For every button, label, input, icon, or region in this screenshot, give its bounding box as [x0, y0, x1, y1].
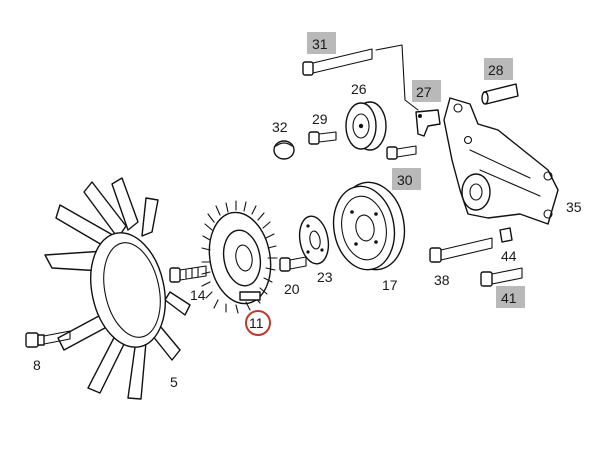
label-part-31[interactable]: 31	[312, 36, 328, 52]
clip-44-icon[interactable]	[499, 227, 513, 243]
label-part-35[interactable]: 35	[566, 199, 582, 215]
label-part-14[interactable]: 14	[190, 287, 206, 303]
label-part-28[interactable]: 28	[488, 62, 504, 78]
label-part-20[interactable]: 20	[284, 281, 300, 297]
label-part-44[interactable]: 44	[501, 248, 517, 264]
label-28-highlight	[484, 58, 513, 80]
label-part-5[interactable]: 5	[170, 374, 178, 390]
label-41-highlight	[496, 286, 525, 308]
selected-part-ring	[245, 310, 271, 336]
bolt-30-icon[interactable]	[386, 145, 417, 160]
label-30-highlight	[392, 168, 421, 190]
label-part-41[interactable]: 41	[501, 290, 517, 306]
idler-pulley-icon[interactable]	[345, 101, 387, 151]
label-part-26[interactable]: 26	[351, 81, 367, 97]
bolt-8-icon[interactable]	[25, 330, 71, 348]
bracket-27-icon[interactable]	[415, 109, 441, 137]
bolt-41-icon[interactable]	[480, 267, 523, 287]
tensioner-bracket-35-icon[interactable]	[443, 97, 559, 225]
label-27-highlight	[412, 80, 441, 102]
cap-32-icon[interactable]	[273, 140, 295, 160]
label-part-23[interactable]: 23	[317, 269, 333, 285]
viscous-fan-clutch-icon[interactable]	[201, 200, 278, 314]
sleeve-28-icon[interactable]	[481, 83, 519, 105]
flange-23-icon[interactable]	[296, 214, 332, 266]
bolt-31-icon[interactable]	[302, 44, 419, 111]
label-part-32[interactable]: 32	[272, 119, 288, 135]
label-part-29[interactable]: 29	[312, 111, 328, 127]
bolt-29-icon[interactable]	[308, 131, 337, 145]
fan-blade-icon[interactable]	[44, 177, 191, 400]
label-part-8[interactable]: 8	[33, 357, 41, 373]
label-part-38[interactable]: 38	[434, 272, 450, 288]
label-part-27[interactable]: 27	[416, 84, 432, 100]
label-part-17[interactable]: 17	[382, 277, 398, 293]
bolt-14-icon[interactable]	[169, 265, 207, 283]
label-31-highlight	[307, 32, 336, 54]
label-part-11[interactable]: 11	[249, 315, 264, 331]
label-part-30[interactable]: 30	[397, 172, 413, 188]
bolt-38-icon[interactable]	[429, 237, 493, 263]
bolt-20-icon[interactable]	[279, 256, 307, 272]
belt-pulley-icon[interactable]	[327, 177, 411, 275]
